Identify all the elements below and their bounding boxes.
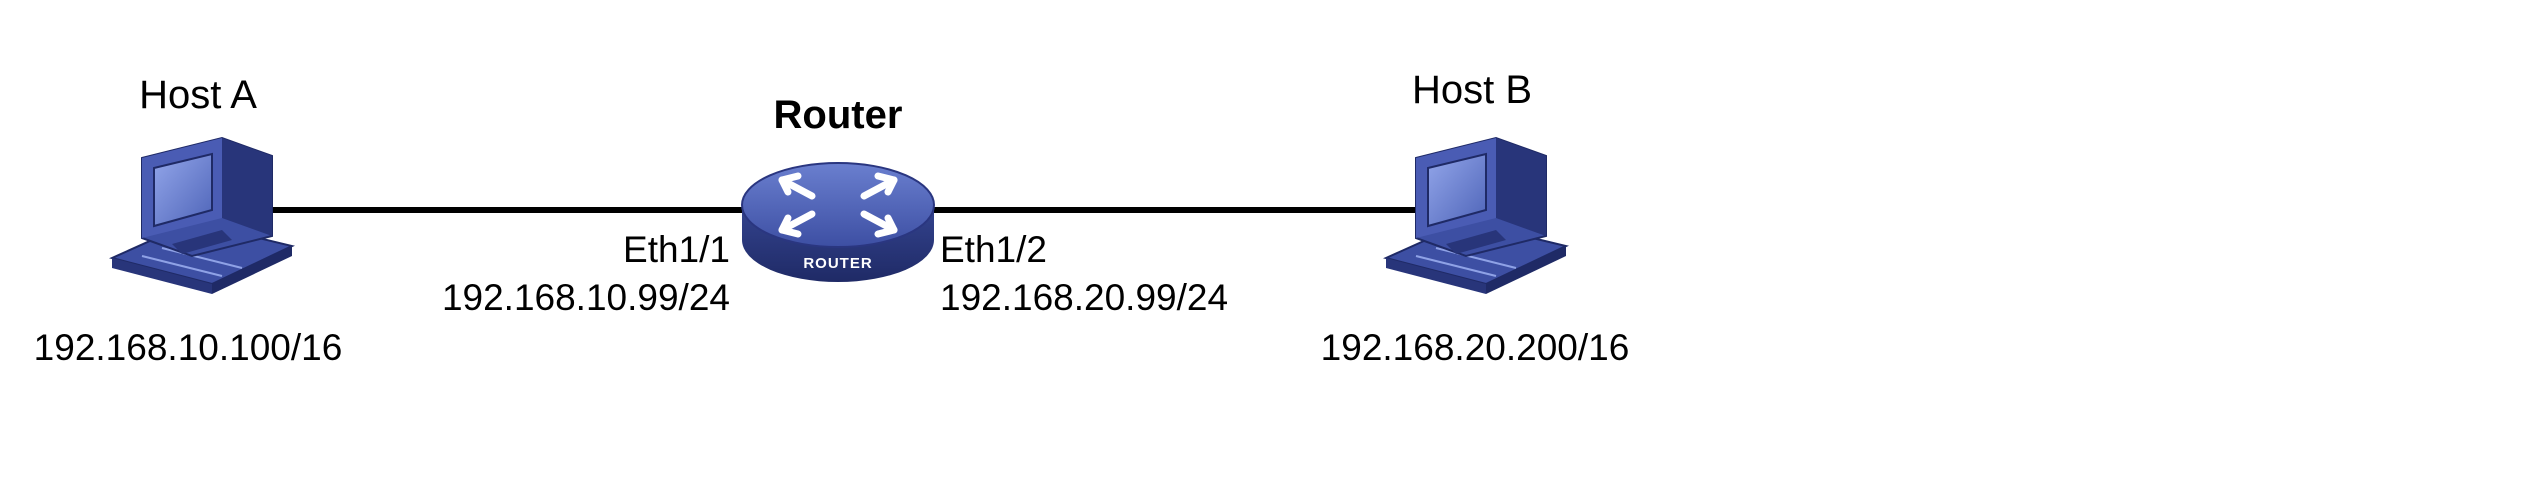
desktop-computer-icon	[111, 137, 293, 295]
host-b: Host B 192.168.20.200/16	[1321, 68, 1630, 368]
router-eth1-2-name: Eth1/2	[940, 229, 1047, 270]
router: Router ROUTER Eth1/1 192.168.10.99/24 Et…	[442, 93, 1228, 318]
host-a-ip: 192.168.10.100/16	[34, 327, 343, 368]
router-eth1-1-name: Eth1/1	[623, 229, 730, 270]
desktop-computer-icon	[1385, 137, 1567, 295]
host-a: Host A 192.168.10.100/16	[34, 73, 343, 368]
host-a-name: Host A	[139, 73, 257, 117]
router-name: Router	[774, 93, 903, 137]
host-b-name: Host B	[1412, 68, 1532, 112]
router-eth1-1-ip: 192.168.10.99/24	[442, 277, 730, 318]
router-badge: ROUTER	[803, 255, 872, 272]
router-eth1-2-ip: 192.168.20.99/24	[940, 277, 1228, 318]
router-icon: ROUTER	[741, 162, 935, 282]
host-b-ip: 192.168.20.200/16	[1321, 327, 1630, 368]
